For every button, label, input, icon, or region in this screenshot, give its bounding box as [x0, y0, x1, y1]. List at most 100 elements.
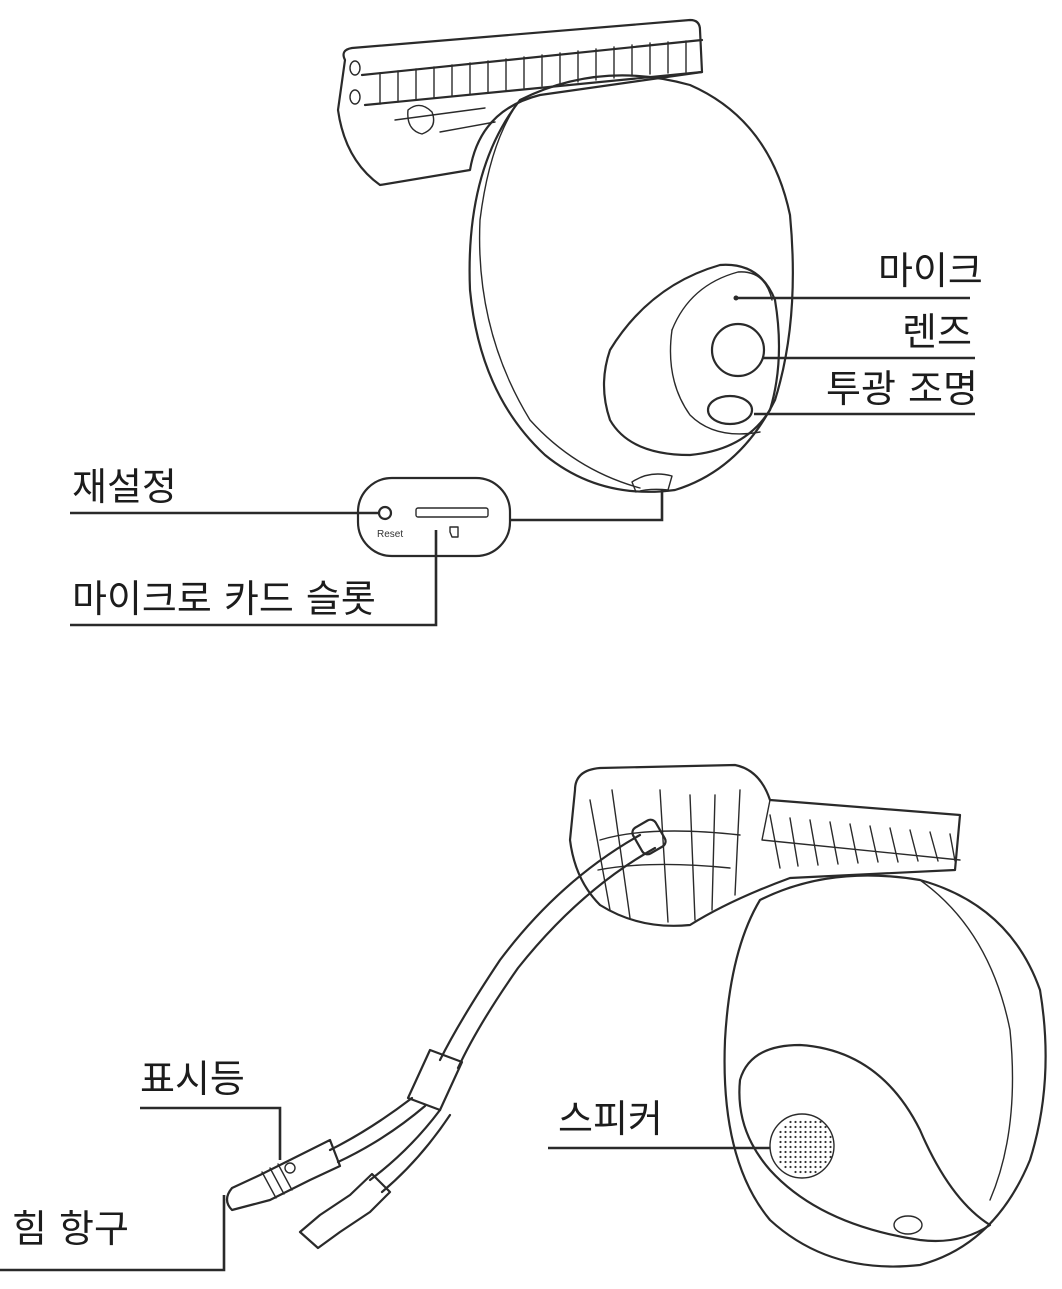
label-lens: 렌즈 — [902, 310, 972, 354]
speaker-hole — [784, 1135, 787, 1139]
speaker-hole — [789, 1145, 792, 1149]
speaker-hole — [809, 1165, 812, 1169]
speaker-hole — [824, 1145, 827, 1149]
inset-outline — [356, 476, 512, 558]
speaker-hole — [789, 1140, 792, 1144]
speaker-hole — [814, 1170, 817, 1174]
speaker-hole — [794, 1125, 797, 1129]
speaker-hole — [789, 1160, 792, 1164]
speaker-hole — [814, 1155, 817, 1159]
label-reset: 재설정 — [72, 465, 177, 509]
lens-circle — [710, 322, 766, 378]
speaker-hole — [799, 1170, 802, 1174]
speaker-hole — [789, 1165, 792, 1169]
speaker-hole — [804, 1170, 807, 1174]
top-dome-body — [468, 74, 794, 493]
speaker-hole — [794, 1165, 797, 1169]
speaker-hole — [789, 1130, 792, 1134]
speaker-hole — [799, 1160, 802, 1164]
speaker-hole — [824, 1150, 827, 1154]
speaker-hole — [794, 1155, 797, 1159]
speaker-hole — [789, 1125, 792, 1129]
speaker-hole — [814, 1160, 817, 1164]
speaker-hole — [779, 1135, 782, 1139]
label-power-port: 힘 항구 — [12, 1207, 129, 1251]
speaker-hole — [799, 1125, 802, 1129]
speaker-hole — [799, 1130, 802, 1134]
label-mic: 마이크 — [878, 249, 983, 293]
reset-hole — [377, 505, 393, 521]
speaker-hole — [794, 1140, 797, 1144]
speaker-hole — [784, 1130, 787, 1134]
speaker-hole — [804, 1145, 807, 1149]
speaker-hole — [809, 1160, 812, 1164]
speaker-hole — [824, 1135, 827, 1139]
speaker-hole — [824, 1125, 827, 1129]
speaker-hole — [784, 1155, 787, 1159]
bottom-dome-body — [723, 874, 1047, 1268]
power-port-connector — [225, 1138, 342, 1212]
speaker-hole — [789, 1150, 792, 1154]
speaker-hole — [804, 1125, 807, 1129]
speaker-hole — [814, 1130, 817, 1134]
speaker-hole — [799, 1145, 802, 1149]
speaker-hole — [794, 1150, 797, 1154]
speaker-hole — [824, 1140, 827, 1144]
speaker-hole — [814, 1120, 817, 1124]
reset-inset-text: Reset — [377, 529, 403, 540]
speaker-hole — [779, 1155, 782, 1159]
speaker-hole — [814, 1125, 817, 1129]
speaker-hole — [804, 1130, 807, 1134]
power-cable — [438, 833, 642, 1062]
speaker-hole — [799, 1155, 802, 1159]
speaker-hole — [794, 1160, 797, 1164]
speaker-hole — [779, 1150, 782, 1154]
indicator-light — [284, 1162, 296, 1174]
bottom-camera-illustration — [225, 763, 1047, 1268]
speaker-hole — [819, 1150, 822, 1154]
speaker-hole — [829, 1155, 832, 1159]
top-leader-lines — [70, 296, 975, 627]
speaker-hole — [819, 1165, 822, 1169]
speaker-recess — [738, 1043, 992, 1243]
speaker-grille — [769, 1113, 835, 1179]
speaker-hole — [779, 1145, 782, 1149]
speaker-hole — [799, 1135, 802, 1139]
top-lens-face — [602, 263, 781, 457]
speaker-hole — [794, 1170, 797, 1174]
speaker-hole — [809, 1150, 812, 1154]
speaker-hole — [794, 1120, 797, 1124]
speaker-hole — [819, 1145, 822, 1149]
speaker-hole — [784, 1160, 787, 1164]
speaker-hole — [804, 1140, 807, 1144]
speaker-hole — [804, 1160, 807, 1164]
speaker-hole — [829, 1150, 832, 1154]
speaker-hole — [819, 1135, 822, 1139]
speaker-hole — [809, 1155, 812, 1159]
speaker-hole — [819, 1120, 822, 1124]
speaker-hole — [809, 1125, 812, 1129]
cable-splitter — [406, 1048, 464, 1112]
speaker-hole — [814, 1150, 817, 1154]
speaker-hole — [779, 1160, 782, 1164]
bottom-bracket-plate — [568, 763, 962, 927]
top-bracket-ribs — [360, 38, 704, 107]
floodlight-lamp — [706, 394, 754, 426]
speaker-hole — [819, 1160, 822, 1164]
speaker-hole — [789, 1120, 792, 1124]
speaker-hole — [809, 1170, 812, 1174]
speaker-hole — [819, 1140, 822, 1144]
speaker-hole — [784, 1165, 787, 1169]
speaker-hole — [814, 1145, 817, 1149]
speaker-hole — [804, 1165, 807, 1169]
speaker-hole — [824, 1160, 827, 1164]
label-floodlight: 투광 조명 — [826, 367, 978, 411]
speaker-grille-dots — [779, 1120, 832, 1174]
top-camera-illustration — [336, 18, 794, 493]
speaker-hole — [804, 1150, 807, 1154]
speaker-hole — [794, 1145, 797, 1149]
speaker-hole — [799, 1165, 802, 1169]
network-plug — [298, 1172, 392, 1250]
